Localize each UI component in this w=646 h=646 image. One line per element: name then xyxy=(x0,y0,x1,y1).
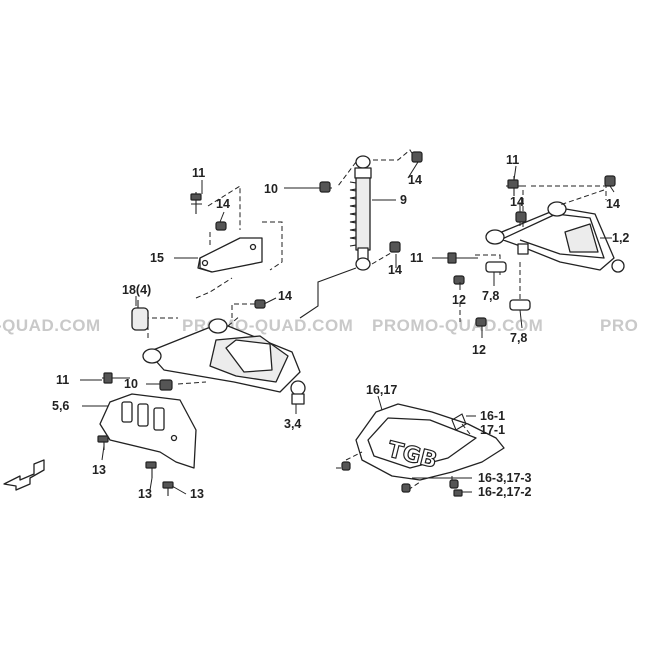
callout-clip-7-8-b: 7,8 xyxy=(510,331,527,345)
lower-a-arm xyxy=(142,318,306,405)
callout-clip-7-8-a: 7,8 xyxy=(482,289,499,303)
callout-bolt-10-lower: 10 xyxy=(124,377,138,391)
callout-nut-12-a: 12 xyxy=(452,293,466,307)
callout-screw-13-b: 13 xyxy=(138,487,152,501)
callout-upper-arm-1-2: 1,2 xyxy=(612,231,629,245)
watermark-right: PRO xyxy=(600,316,639,335)
callout-nut-14-upper-b: 14 xyxy=(606,197,620,211)
callout-part-16-1: 16-1 xyxy=(480,409,505,423)
callout-bolt-10-shock: 10 xyxy=(264,182,278,196)
callout-guard-5-6: 5,6 xyxy=(52,399,69,413)
callout-plate-15: 15 xyxy=(150,251,164,265)
callout-bolt-11-upper-b: 11 xyxy=(410,251,423,265)
callout-part-16-2-17-2: 16-2,17-2 xyxy=(478,485,532,499)
callout-skid-plate-16-17: 16,17 xyxy=(366,383,397,397)
leader-lines xyxy=(80,161,615,495)
callout-part-16-3-17-3: 16-3,17-3 xyxy=(478,471,532,485)
callout-bushing-18: 18(4) xyxy=(122,283,151,297)
callout-labels: 11 14 10 14 9 15 14 18(4) 14 11 10 5,6 3… xyxy=(52,153,629,501)
watermark-left: -QUAD.COM xyxy=(0,316,101,335)
callout-nut-14-shock-top: 14 xyxy=(408,173,422,187)
callout-nut-12-b: 12 xyxy=(472,343,486,357)
shock-guide-lines xyxy=(299,149,416,319)
shock-absorber xyxy=(349,155,372,271)
arm-guard xyxy=(99,393,197,469)
callout-nut-14-shock-bottom: 14 xyxy=(388,263,402,277)
callout-shock-9: 9 xyxy=(400,193,407,207)
bushing xyxy=(131,300,149,331)
callout-nut-14-upper-a: 14 xyxy=(510,195,524,209)
callout-screw-13-c: 13 xyxy=(190,487,204,501)
callout-screw-13-a: 13 xyxy=(92,463,106,477)
upper-a-arm xyxy=(485,201,625,273)
callout-part-17-1: 17-1 xyxy=(480,423,505,437)
fasteners xyxy=(97,151,616,497)
mud-guard-plate xyxy=(195,185,283,299)
callout-bolt-11-top: 11 xyxy=(192,166,205,180)
skid-plate: TGB xyxy=(336,403,505,491)
callout-bolt-11-upper: 11 xyxy=(506,153,519,167)
front-direction-arrow-icon xyxy=(3,459,45,491)
callout-bolt-11-lower: 11 xyxy=(56,373,69,387)
callout-lower-arm-3-4: 3,4 xyxy=(284,417,301,431)
callout-nut-14-arm: 14 xyxy=(278,289,292,303)
callout-nut-14-plate: 14 xyxy=(216,197,230,211)
watermark-mid-2: PROMO-QUAD.COM xyxy=(372,316,544,335)
